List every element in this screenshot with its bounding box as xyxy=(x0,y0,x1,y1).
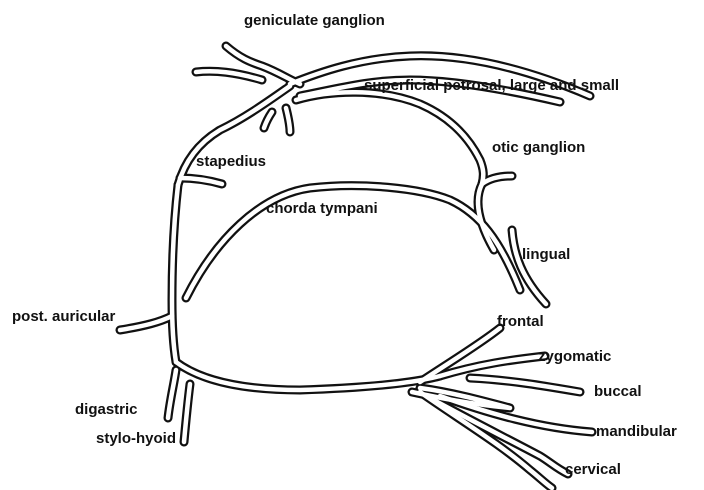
label-stapedius: stapedius xyxy=(196,153,266,171)
label-stylo-hyoid: stylo-hyoid xyxy=(96,430,176,448)
label-superficial-petrosal: superficial petrosal, large and small xyxy=(364,77,619,95)
nerve-lower-trunk xyxy=(176,362,440,390)
label-zygomatic: zygomatic xyxy=(538,348,611,366)
label-geniculate-ganglion: geniculate ganglion xyxy=(244,12,385,30)
label-digastric: digastric xyxy=(75,401,138,419)
label-post-auricular: post. auricular xyxy=(12,308,115,326)
label-cervical: cervical xyxy=(565,461,621,479)
label-buccal: buccal xyxy=(594,383,642,401)
label-lingual: lingual xyxy=(522,246,570,264)
label-mandibular: mandibular xyxy=(596,423,677,441)
label-otic-ganglion: otic ganglion xyxy=(492,139,585,157)
label-chorda-tympani: chorda tympani xyxy=(266,200,378,218)
label-frontal: frontal xyxy=(497,313,544,331)
nerve-to-otic xyxy=(296,92,483,184)
